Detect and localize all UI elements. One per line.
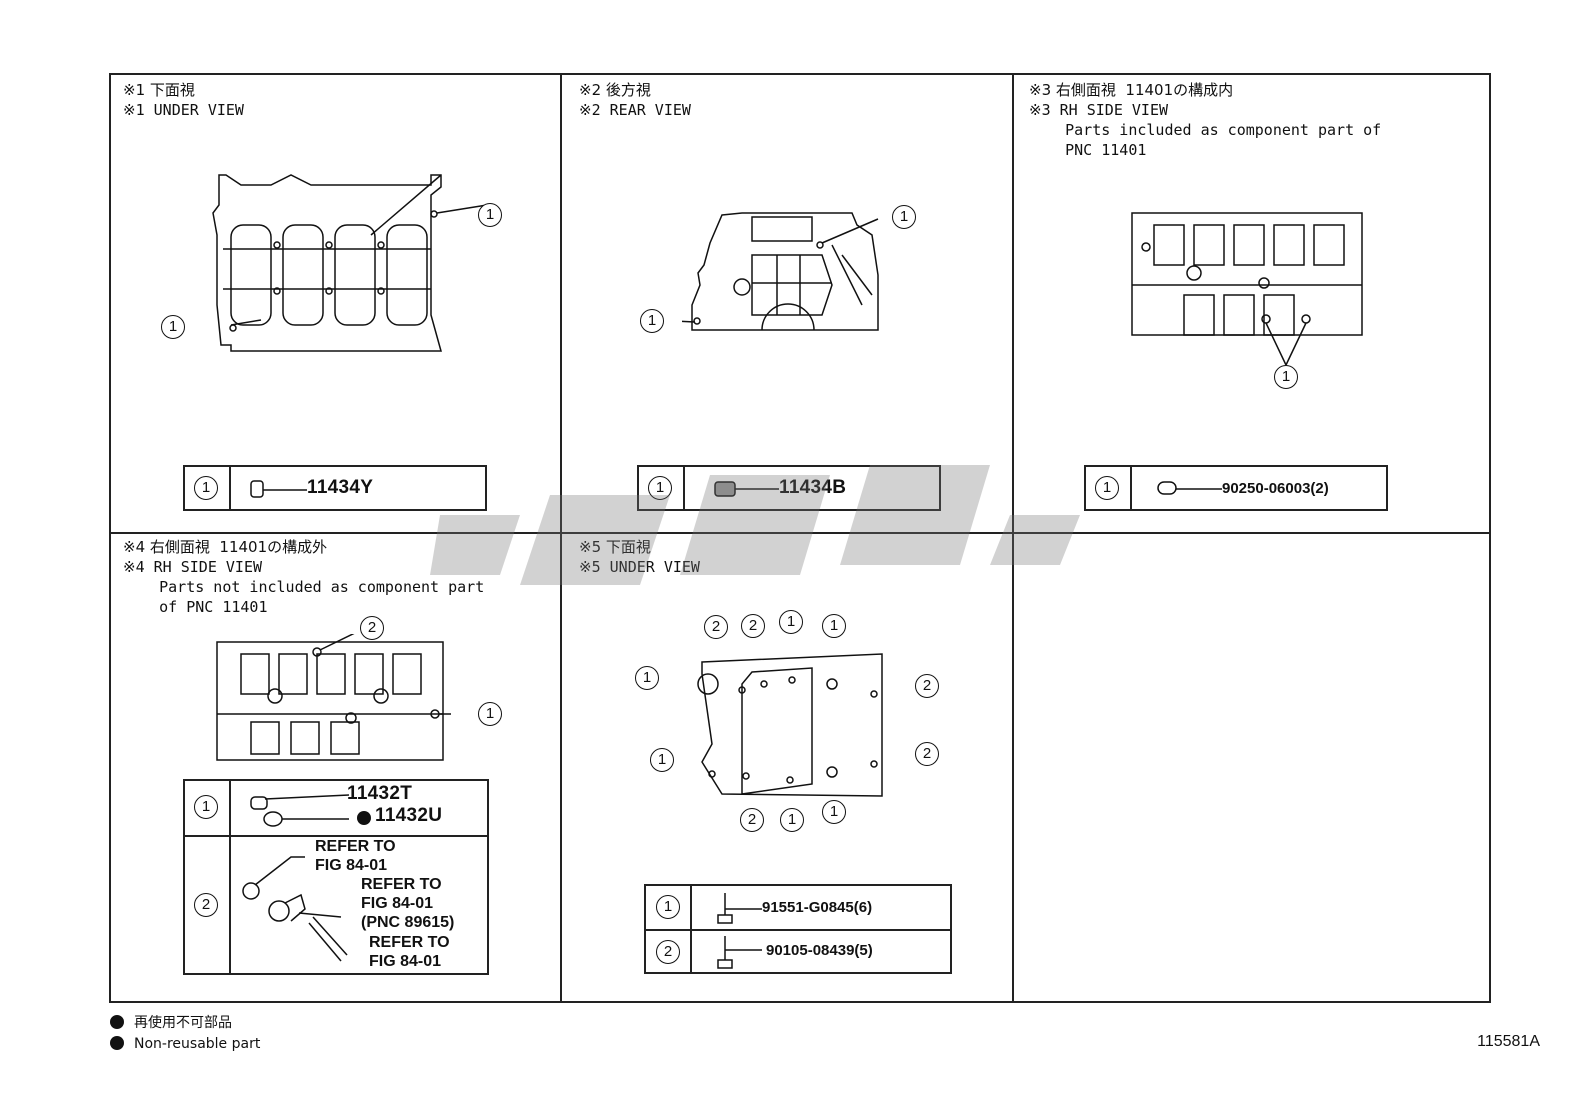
non-reusable-dot	[110, 1015, 124, 1029]
part-number[interactable]: 11434B	[779, 477, 846, 499]
panel-title-en: ※4 RH SIDE VIEW	[123, 558, 262, 576]
callout-1: 1	[650, 748, 674, 772]
callout-2: 2	[704, 615, 728, 639]
callout-2: 2	[656, 940, 680, 964]
panel-title-en: ※2 REAR VIEW	[579, 101, 691, 119]
callout-1: 1	[478, 203, 502, 227]
bolt-icon	[717, 893, 762, 924]
divider	[560, 75, 562, 1001]
panel-title-en: ※3 RH SIDE VIEW	[1029, 101, 1168, 119]
part-number[interactable]: 11432U	[375, 805, 443, 826]
callout-1: 1	[1274, 365, 1298, 389]
row-divider	[646, 929, 950, 931]
panel-under-view-2: ※5 下面視 ※5 UNDER VIEW 2 2 1 1 1 2 2 1 2 1…	[562, 534, 1012, 1003]
pin-icon	[1157, 481, 1222, 495]
part-number[interactable]: 90105-08439(5)	[766, 942, 873, 959]
engine-block-under-view-drawing	[212, 174, 488, 352]
figure-code: 115581A	[1477, 1033, 1540, 1050]
part-number[interactable]: 11432T	[347, 783, 413, 804]
panel-under-view: ※1 下面視 ※1 UNDER VIEW 1 1 1	[111, 75, 560, 532]
panel-title-en: ※5 UNDER VIEW	[579, 558, 700, 576]
parts-table: 1 91551-G0845(6) 2 90105-08439(5)	[644, 884, 952, 974]
panel-rh-side-view-included: ※3 右側面視 11401の構成内 ※3 RH SIDE VIEW Parts …	[1014, 75, 1491, 532]
panel-title-jp: ※2 後方視	[579, 81, 651, 99]
callout-2: 2	[915, 742, 939, 766]
callout-2: 2	[194, 893, 218, 917]
callout-1: 1	[194, 795, 218, 819]
panel-title-jp: ※1 下面視	[123, 81, 195, 99]
engine-block-rear-view-drawing	[682, 212, 879, 331]
panel-rear-view: ※2 後方視 ※2 REAR VIEW 1 1 1 11434B	[562, 75, 1012, 532]
callout-1: 1	[194, 476, 218, 500]
watermark-logo	[430, 465, 1080, 585]
callout-1: 1	[822, 614, 846, 638]
panel-title-en: ※1 UNDER VIEW	[123, 101, 244, 119]
non-reusable-dot	[110, 1036, 124, 1050]
callout-1: 1	[1095, 476, 1119, 500]
ref-column	[185, 781, 231, 973]
panel-title: ※3 右側面視 11401の構成内 ※3 RH SIDE VIEW	[1029, 80, 1233, 120]
callout-1: 1	[478, 702, 502, 726]
panel-title: ※2 後方視 ※2 REAR VIEW	[579, 80, 691, 120]
callout-1: 1	[635, 666, 659, 690]
sensor-bracket-icon	[242, 856, 348, 962]
part-number[interactable]: 90250-06003(2)	[1222, 480, 1329, 497]
panel-title: ※4 右側面視 11401の構成外 ※4 RH SIDE VIEW	[123, 537, 327, 577]
callout-1: 1	[780, 808, 804, 832]
row-divider	[185, 835, 487, 837]
plug-icon	[714, 481, 779, 497]
panel-title-jp: ※4 右側面視 11401の構成外	[123, 538, 328, 556]
parts-table: 1 11434Y	[183, 465, 487, 511]
part-number[interactable]: 11434Y	[307, 477, 374, 498]
callout-2: 2	[915, 674, 939, 698]
ref-column: 1	[1086, 467, 1132, 509]
callout-1: 1	[648, 476, 672, 500]
oil-pan-under-view-drawing	[697, 653, 883, 797]
legend-label: Non-reusable part	[134, 1036, 261, 1052]
panel-title: ※5 下面視 ※5 UNDER VIEW	[579, 537, 700, 577]
callout-1: 1	[892, 205, 916, 229]
part-number[interactable]: 91551-G0845(6)	[762, 899, 873, 916]
plug-icon	[250, 480, 307, 498]
callout-1: 1	[822, 800, 846, 824]
parts-table: 1 11432T 11432U 2 REFER TO FIG 84-01 REF…	[183, 779, 489, 975]
parts-table: 1 90250-06003(2)	[1084, 465, 1388, 511]
panel-note: Parts not included as component part of …	[159, 578, 485, 616]
refer-note[interactable]: REFER TO FIG 84-01	[369, 934, 450, 970]
engine-block-rh-side-drawing	[216, 634, 451, 761]
panel-rh-side-view-not-included: ※4 右側面視 11401の構成外 ※4 RH SIDE VIEW Parts …	[111, 534, 560, 1003]
divider	[1012, 75, 1014, 1001]
bolt-icon	[717, 936, 762, 969]
divider	[111, 532, 1489, 534]
callout-2: 2	[740, 808, 764, 832]
parts-table: 1 11434B	[637, 465, 941, 511]
plug-and-gasket-icon	[250, 794, 350, 827]
engine-block-rh-side-drawing	[1131, 212, 1363, 366]
diagram-grid: ※1 下面視 ※1 UNDER VIEW 1 1 1	[109, 73, 1491, 1003]
callout-1: 1	[656, 895, 680, 919]
callout-2: 2	[741, 614, 765, 638]
callout-1: 1	[161, 315, 185, 339]
legend-en: Non-reusable part	[110, 1036, 260, 1052]
legend-label: 再使用不可部品	[134, 1015, 232, 1031]
panel-note: Parts included as component part of PNC …	[1065, 121, 1382, 159]
panel-title-jp: ※5 下面視	[579, 538, 651, 556]
panel-title: ※1 下面視 ※1 UNDER VIEW	[123, 80, 244, 120]
callout-2: 2	[360, 616, 384, 640]
refer-note[interactable]: REFER TO FIG 84-01 (PNC 89615)	[361, 876, 455, 931]
legend-jp: 再使用不可部品	[110, 1012, 232, 1032]
panel-title-jp: ※3 右側面視 11401の構成内	[1029, 81, 1234, 99]
non-reusable-dot	[357, 811, 371, 825]
ref-column: 1	[639, 467, 685, 509]
ref-column: 1	[185, 467, 231, 509]
callout-1: 1	[779, 610, 803, 634]
callout-1: 1	[640, 309, 664, 333]
refer-note[interactable]: REFER TO FIG 84-01	[315, 838, 396, 874]
